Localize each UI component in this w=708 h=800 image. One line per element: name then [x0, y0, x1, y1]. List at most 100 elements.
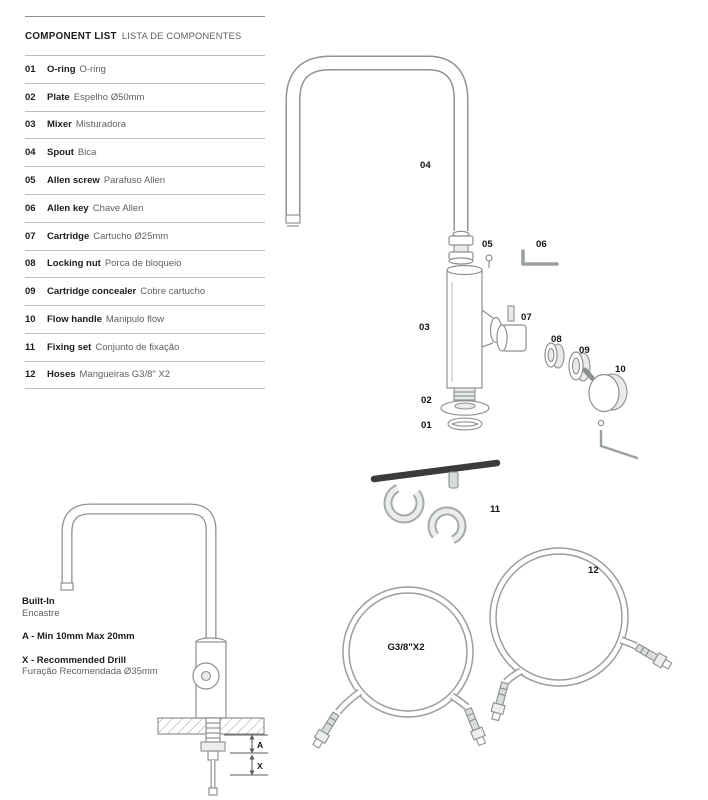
- part-name-pt: Manipulo flow: [105, 314, 164, 326]
- part-labels: 04 05 06 03 07 08 09 10 02 01 11 12 G3/8…: [257, 160, 626, 771]
- o-ring: [447, 417, 483, 431]
- dim-label-x: X: [257, 761, 263, 771]
- built-in-spout: [60, 503, 217, 642]
- hose-fitting: [633, 641, 674, 672]
- part-name-en: Allen key: [47, 202, 89, 214]
- component-row: 04 Spout Bica: [25, 138, 265, 166]
- part-label-04: 04: [420, 160, 431, 171]
- built-in-notes: Built-In Encastre A - Min 10mm Max 20mm …: [22, 596, 158, 678]
- part-number: 11: [25, 341, 36, 353]
- part-name-pt: Conjunto de fixação: [95, 341, 180, 353]
- part-number: 01: [25, 63, 36, 75]
- part-label-12: 12: [588, 565, 599, 576]
- shank-nut: [200, 741, 226, 752]
- spout-aerator: [285, 214, 301, 224]
- part-name-pt: O-ring: [79, 63, 106, 75]
- part-number: 04: [25, 147, 36, 159]
- hose-fitting: [488, 680, 512, 722]
- hose-spec-label: G3/8"X2: [387, 642, 424, 653]
- part-label-07: 07: [521, 312, 532, 323]
- mixer-body: [446, 264, 483, 389]
- part-number: 06: [25, 202, 36, 214]
- part-number: 09: [25, 286, 36, 298]
- hose-fitting: [310, 710, 342, 751]
- part-name-en: Plate: [47, 91, 70, 103]
- part-number: 03: [25, 119, 36, 131]
- allen-key-icon: [521, 249, 559, 266]
- part-name-pt: Porca de bloqueio: [104, 258, 182, 270]
- part-label-03: 03: [419, 322, 430, 333]
- part-label-08: 08: [551, 334, 562, 345]
- part-label-09: 09: [579, 345, 590, 356]
- component-row: 06 Allen key Chave Allen: [25, 193, 265, 222]
- handle-allen-key: [597, 419, 639, 460]
- allen-screw: [485, 254, 493, 268]
- hose-right: [488, 547, 674, 722]
- cartridge-concealer: [568, 351, 591, 382]
- hoses: [310, 547, 674, 751]
- part-name-en: Hoses: [47, 369, 76, 381]
- part-number: 02: [25, 91, 36, 103]
- part-name-en: Locking nut: [47, 258, 101, 270]
- threaded-shank: [453, 387, 476, 405]
- component-row: 02 Plate Espelho Ø50mm: [25, 82, 265, 111]
- part-name-en: Spout: [47, 147, 74, 159]
- component-row: 12 Hoses Mangueiras G3/8" X2: [25, 360, 265, 389]
- part-name-pt: Chave Allen: [92, 202, 144, 214]
- component-row: 10 Flow handle Manipulo flow: [25, 305, 265, 333]
- built-in-shank: [200, 717, 226, 796]
- exploded-faucet: [285, 55, 639, 460]
- part-number: 08: [25, 258, 36, 270]
- component-row: 05 Allen screw Parafuso Allen: [25, 166, 265, 194]
- part-label-02: 02: [421, 395, 432, 406]
- part-number: 12: [25, 369, 36, 381]
- built-in-title-en: Built-In: [22, 596, 55, 607]
- flow-handle: [582, 367, 628, 413]
- t-bar: [370, 459, 501, 483]
- part-label-01: 01: [421, 420, 432, 431]
- part-name-pt: Mangueiras G3/8" X2: [79, 369, 171, 381]
- component-list-title-pt: LISTA DE COMPONENTES: [121, 31, 242, 41]
- part-name-en: Flow handle: [47, 314, 102, 326]
- part-name-en: Fixing set: [47, 341, 92, 353]
- component-row: 11 Fixing set Conjunto de fixação: [25, 332, 265, 361]
- fixing-set: [370, 459, 501, 546]
- horseshoe-washer-1: [383, 482, 425, 524]
- component-list: COMPONENT LIST LISTA DE COMPONENTES 01 O…: [25, 16, 265, 389]
- part-name-en: Mixer: [47, 119, 72, 131]
- swivel-connector: [448, 230, 474, 265]
- dimension-lines: [224, 734, 268, 776]
- part-number: 05: [25, 175, 36, 187]
- built-in-body: [192, 637, 227, 719]
- note-drill-en: X - Recommended Drill: [22, 654, 126, 666]
- part-name-en: Cartridge: [47, 230, 90, 242]
- part-name-pt: Cobre cartucho: [140, 286, 206, 298]
- part-name-pt: Espelho Ø50mm: [73, 91, 145, 103]
- component-list-title-en: COMPONENT LIST: [25, 30, 117, 42]
- hose-fitting: [461, 706, 489, 748]
- dim-label-a: A: [257, 740, 263, 750]
- note-drill-pt: Furação Recomendada Ø35mm: [22, 666, 158, 677]
- part-label-10: 10: [615, 364, 626, 375]
- part-label-11: 11: [490, 504, 501, 515]
- part-name-pt: Parafuso Allen: [103, 175, 166, 187]
- built-in-view: [60, 503, 268, 796]
- component-list-header: COMPONENT LIST LISTA DE COMPONENTES: [25, 16, 265, 55]
- part-name-en: O-ring: [47, 63, 76, 75]
- part-name-pt: Bica: [77, 147, 97, 159]
- spout: [285, 55, 469, 231]
- horseshoe-washer-2: [427, 506, 467, 546]
- component-row: 07 Cartridge Cartucho Ø25mm: [25, 221, 265, 250]
- part-label-06: 06: [536, 239, 547, 250]
- plate: [440, 400, 490, 416]
- part-name-en: Allen screw: [47, 175, 100, 187]
- component-row: 01 O-ring O-ring: [25, 55, 265, 83]
- part-label-05: 05: [482, 239, 493, 250]
- component-row: 08 Locking nut Porca de bloqueio: [25, 249, 265, 278]
- note-dimension-a: A - Min 10mm Max 20mm: [22, 631, 135, 642]
- part-number: 07: [25, 230, 36, 242]
- part-name-pt: Misturadora: [75, 119, 126, 131]
- part-name-en: Cartridge concealer: [47, 286, 137, 298]
- built-in-title-pt: Encastre: [22, 607, 60, 619]
